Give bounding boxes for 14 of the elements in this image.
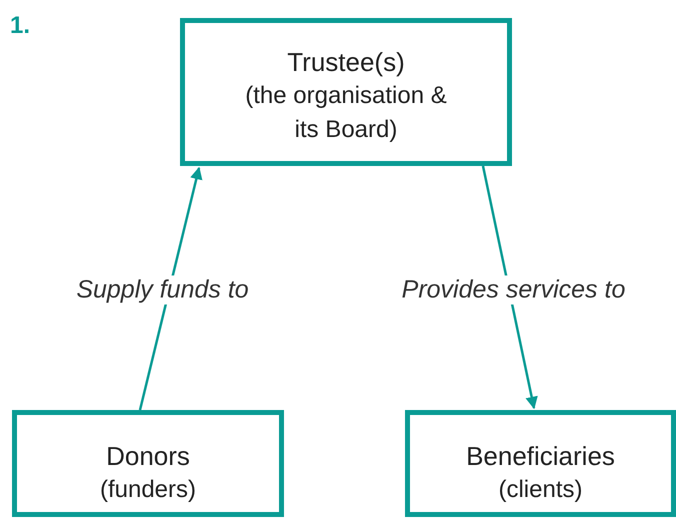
description: (funders) — [98, 475, 198, 505]
entity-name: Donors — [105, 440, 191, 473]
figure-number: 1. — [10, 12, 30, 40]
edge-label: Provides services to — [400, 276, 628, 304]
entity-box — [12, 410, 284, 517]
description: (clients) — [497, 475, 584, 505]
entity-box — [405, 410, 676, 517]
entity-box — [180, 18, 512, 166]
description: (the organisation & its Board) — [244, 81, 448, 145]
arrow — [482, 166, 538, 410]
arrow — [138, 166, 202, 410]
entity-name: Beneficiaries — [465, 440, 616, 473]
entity-name: Trustee(s) — [286, 46, 406, 79]
edge-label: Supply funds to — [74, 276, 251, 304]
